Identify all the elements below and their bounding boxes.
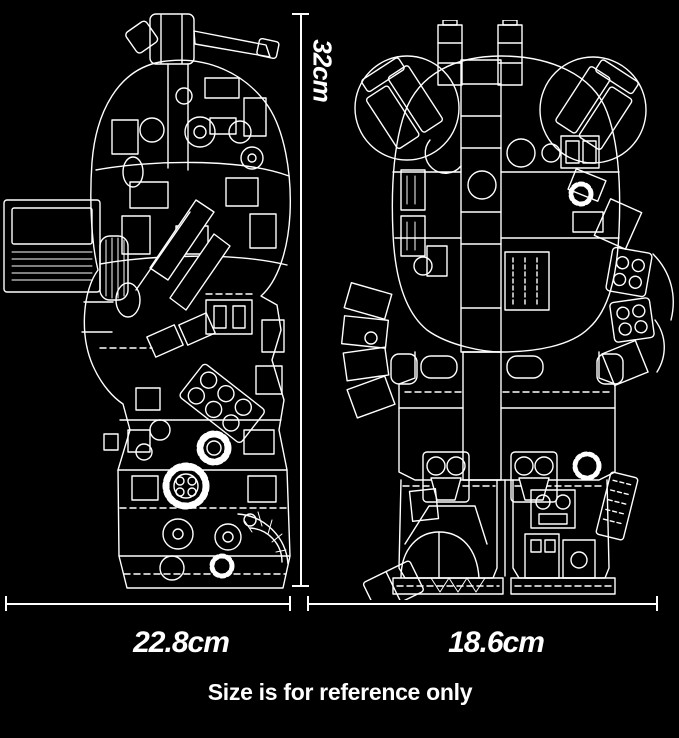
side-width-right-tick (289, 596, 291, 611)
side-width-left-tick (5, 596, 7, 611)
height-dimension-line-bar (300, 15, 302, 587)
height-dimension-bottom-tick (292, 585, 309, 587)
side-view-width-label: 22.8cm (133, 626, 230, 659)
front-view-width-label: 18.6cm (448, 626, 545, 659)
height-dimension-top-tick (292, 13, 309, 15)
height-dimension-label: 32cm (307, 39, 338, 102)
front-width-right-tick (656, 596, 658, 611)
bearbrick-side-view-drawing (3, 13, 291, 589)
size-disclaimer-text: Size is for reference only (207, 679, 473, 705)
front-width-line-bar (308, 603, 658, 605)
side-width-line-bar (6, 603, 291, 605)
bearbrick-front-view-drawing (340, 20, 674, 600)
front-width-left-tick (307, 596, 309, 611)
